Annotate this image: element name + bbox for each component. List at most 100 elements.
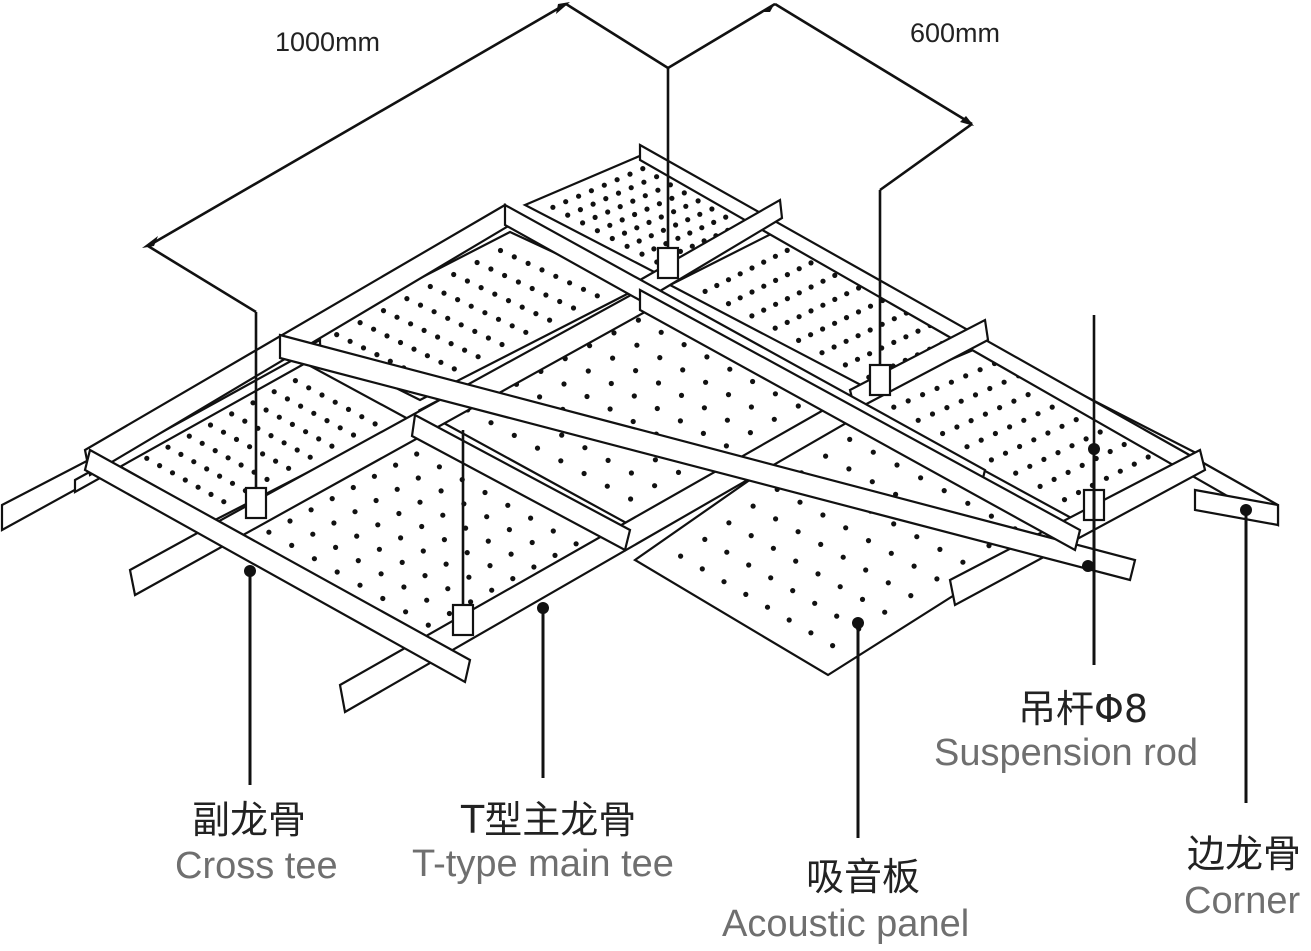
perforation-hole — [424, 353, 430, 359]
perforation-hole — [929, 411, 936, 417]
perforation-hole — [797, 499, 803, 505]
perforation-hole — [869, 479, 875, 485]
perforation-hole — [441, 290, 447, 296]
perforation-hole — [750, 378, 756, 385]
perforation-hole — [580, 286, 587, 292]
perforation-hole — [384, 333, 390, 339]
perforation-hole — [499, 341, 505, 348]
perforation-hole — [885, 580, 891, 586]
acoustic-panel-cn: 吸音板 — [806, 855, 920, 899]
perforation-hole — [768, 575, 774, 581]
perforation-hole — [519, 304, 525, 310]
perforation-hole — [443, 561, 449, 567]
perforation-hole — [337, 425, 343, 431]
perforation-hole — [675, 235, 681, 241]
perforation-hole — [737, 295, 743, 301]
perforation-hole — [671, 209, 677, 215]
perforation-hole — [891, 521, 897, 527]
perforation-hole — [505, 502, 511, 508]
perforation-hole — [621, 230, 628, 236]
label-suspension-rod: 吊杆Φ8 Suspension rod — [934, 687, 1198, 774]
perforation-hole — [281, 440, 287, 446]
perforation-hole — [608, 380, 614, 387]
perforation-hole — [772, 253, 779, 259]
cross-tee-2 — [278, 333, 1137, 582]
perforation-hole — [584, 393, 590, 400]
perforation-hole — [1059, 423, 1065, 429]
perforation-hole — [276, 414, 282, 420]
perforation-hole — [964, 444, 970, 450]
main-tee-cn: T型主龙骨 — [460, 798, 636, 842]
perforation-hole — [992, 430, 999, 437]
cross-tee-3 — [83, 448, 472, 684]
perforation-hole — [329, 496, 335, 502]
perforation-hole — [703, 379, 709, 385]
perforation-hole — [918, 475, 924, 481]
perforation-hole — [820, 326, 826, 332]
perforation-hole — [458, 322, 464, 328]
cross-tee-4 — [638, 288, 1082, 552]
perforation-hole — [1131, 461, 1137, 467]
perforation-hole — [1117, 468, 1123, 474]
perforation-hole — [685, 217, 691, 223]
perforation-hole — [484, 514, 490, 520]
perforation-hole — [354, 533, 360, 539]
perforation-hole — [396, 510, 402, 517]
perforation-hole — [1013, 470, 1019, 476]
perforation-hole — [605, 209, 611, 215]
perforation-hole — [375, 522, 381, 528]
perforation-hole — [399, 559, 405, 566]
perforation-hole — [440, 512, 446, 518]
perforation-hole — [842, 362, 849, 368]
perforation-hole — [699, 225, 705, 231]
perforation-hole — [558, 458, 564, 464]
perforation-hole — [772, 325, 778, 331]
perforation-hole — [636, 238, 642, 244]
perforation-hole — [419, 523, 425, 530]
perforation-hole — [749, 289, 755, 295]
perforation-hole — [594, 293, 600, 299]
perforation-hole — [796, 290, 802, 296]
perforation-hole — [867, 327, 873, 333]
perforation-hole — [630, 198, 636, 204]
perforation-hole — [639, 251, 645, 257]
perforation-hole — [229, 480, 236, 486]
perforation-hole — [289, 421, 295, 427]
perforation-hole — [678, 392, 685, 398]
perforation-hole — [681, 342, 687, 348]
perforation-hole — [761, 283, 767, 289]
perforation-hole — [250, 400, 256, 406]
perforation-hole — [415, 475, 421, 481]
perforation-hole — [646, 219, 652, 225]
perforation-hole — [537, 394, 543, 400]
perforation-hole — [217, 473, 223, 479]
perforation-hole — [831, 344, 837, 350]
perforation-hole — [965, 500, 971, 506]
perforation-hole — [451, 366, 457, 372]
perforation-hole — [972, 392, 979, 398]
perforation-hole — [352, 509, 358, 515]
perforation-hole — [332, 399, 338, 405]
perforation-hole — [308, 507, 314, 513]
perforation-hole — [988, 513, 995, 519]
perforation-hole — [334, 332, 340, 338]
perforation-hole — [590, 201, 596, 207]
perforation-hole — [761, 259, 767, 265]
perforation-hole — [242, 418, 248, 424]
perforation-hole — [464, 278, 470, 284]
perforation-hole — [376, 546, 382, 552]
perforation-hole — [550, 528, 556, 534]
perforation-hole — [552, 552, 558, 559]
perforation-hole — [264, 476, 270, 482]
perforation-hole — [867, 303, 874, 309]
perforation-hole — [329, 443, 335, 449]
perforation-hole — [658, 329, 664, 335]
perforation-hole — [607, 222, 613, 228]
perforation-hole — [747, 430, 754, 436]
perforation-hole — [920, 392, 926, 398]
perforation-hole — [812, 600, 818, 606]
perforation-hole — [724, 549, 730, 555]
perforation-hole — [605, 457, 611, 463]
perforation-hole — [1049, 404, 1055, 410]
perforation-hole — [834, 613, 840, 619]
